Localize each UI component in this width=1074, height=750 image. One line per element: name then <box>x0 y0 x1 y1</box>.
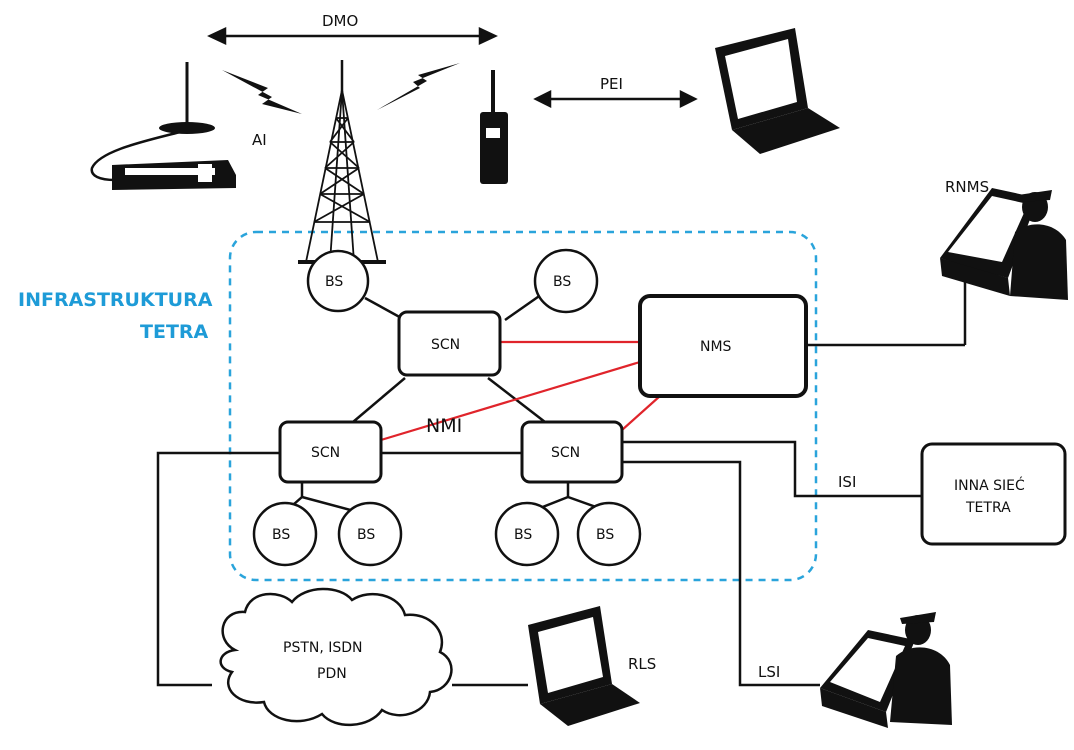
nms-label: NMS <box>700 339 732 355</box>
other-tetra-network-node: INNA SIEĆ TETRA <box>920 442 1067 546</box>
laptop-icon <box>715 28 840 154</box>
other-network-label-line2: TETRA <box>965 500 1011 516</box>
scn-node-top: SCN <box>397 310 502 377</box>
bs-label: BS <box>553 274 571 290</box>
operator-console-icon <box>820 612 952 728</box>
infrastructure-boundary <box>228 230 818 582</box>
isi-label: ISI <box>838 473 856 491</box>
rnms-label: RNMS <box>945 178 989 196</box>
dmo-label: DMO <box>322 12 358 30</box>
bs-node-bottom-3: BS <box>494 501 560 567</box>
radio-link-bolt-left-icon <box>222 70 302 114</box>
bs-label: BS <box>357 527 375 543</box>
bs-label: BS <box>272 527 290 543</box>
scn-label: SCN <box>431 337 460 353</box>
radio-link-bolt-right-icon <box>377 63 460 110</box>
radio-tower-icon <box>298 60 386 264</box>
infrastructure-label-line2: TETRA <box>140 321 209 343</box>
other-network-label-line1: INNA SIEĆ <box>954 476 1025 494</box>
bs-label: BS <box>596 527 614 543</box>
bs-label: BS <box>514 527 532 543</box>
bs-node-bottom-1: BS <box>252 501 318 567</box>
pei-arrow <box>533 89 698 109</box>
bs-node-tower: BS <box>306 249 370 313</box>
infrastructure-label-line1: INFRASTRUKTURA <box>18 289 213 311</box>
cloud-label-line2: PDN <box>317 666 347 682</box>
lsi-label: LSI <box>758 663 780 681</box>
bs-label: BS <box>325 274 343 290</box>
nmi-links <box>380 340 661 442</box>
cloud-label-line1: PSTN, ISDN <box>283 640 363 656</box>
handheld-radio-icon <box>480 70 508 184</box>
bs-node-top-right: BS <box>533 248 599 314</box>
nmi-label: NMI <box>426 415 462 437</box>
bs-node-bottom-2: BS <box>337 501 403 567</box>
rls-label: RLS <box>628 655 656 673</box>
nms-node: NMS <box>638 294 808 398</box>
bs-node-bottom-4: BS <box>576 501 642 567</box>
scn-node-left: SCN <box>278 420 383 484</box>
scn-label: SCN <box>551 445 580 461</box>
dmo-arrow <box>207 27 498 45</box>
cloud-icon: PSTN, ISDN PDN <box>219 587 453 727</box>
scn-node-right: SCN <box>520 420 624 484</box>
pei-label: PEI <box>600 75 623 93</box>
ai-label: AI <box>252 131 267 149</box>
laptop-icon <box>528 606 640 726</box>
vehicle-radio-icon <box>90 62 236 190</box>
operator-console-icon <box>940 188 1068 300</box>
scn-label: SCN <box>311 445 340 461</box>
